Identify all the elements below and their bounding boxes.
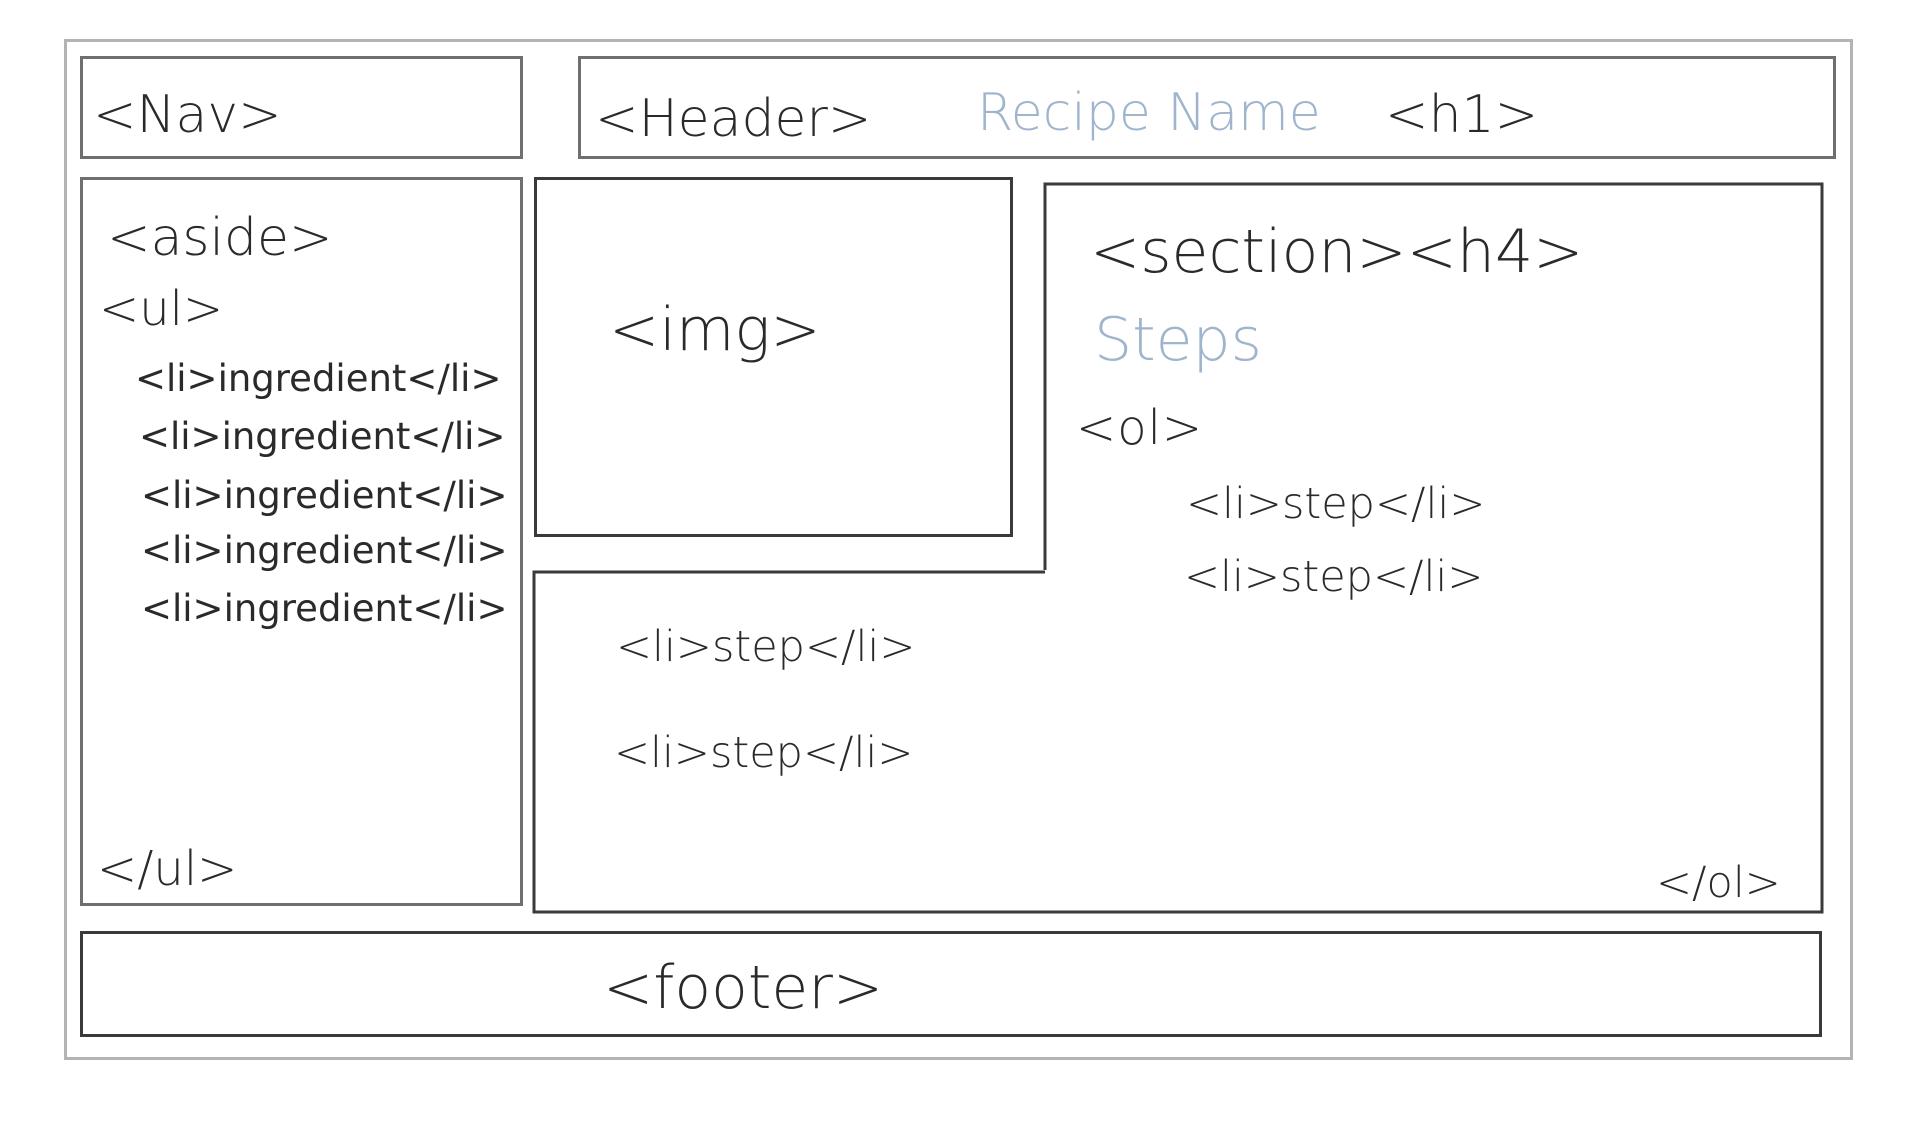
footer-box: <footer> [80,931,1822,1037]
ingredient-list-item: <li>ingredient</li> [141,587,508,630]
h1-tag-label: <h1> [1385,85,1539,145]
ul-open-label: <ul> [99,281,224,337]
header-box: <Header> Recipe Name <h1> [578,56,1836,159]
footer-label: <footer> [603,953,884,1023]
image-placeholder: <img> [534,177,1013,537]
recipe-name-title: Recipe Name [977,83,1321,143]
step-list-item: <li>step</li> [614,728,914,778]
aside-box: <aside> <ul> <li>ingredient</li> <li>ing… [80,177,523,906]
step-list-item: <li>step</li> [616,622,916,672]
header-label: <Header> [595,89,872,149]
ingredient-list-item: <li>ingredient</li> [141,474,508,517]
page-frame [64,39,1853,1060]
step-list-item: <li>step</li> [1186,479,1486,529]
nav-label: <Nav> [93,85,282,145]
ingredient-list-item: <li>ingredient</li> [139,415,506,458]
step-list-item: <li>step</li> [1184,552,1484,602]
ol-open-label: <ol> [1076,400,1204,456]
steps-heading: Steps [1094,305,1262,375]
ul-close-label: </ul> [97,841,238,897]
ingredient-list-item: <li>ingredient</li> [141,529,508,572]
ol-close-label: </ol> [1656,858,1781,908]
aside-label: <aside> [107,208,333,268]
ingredient-list-item: <li>ingredient</li> [135,357,502,400]
section-h4-label: <section><h4> [1090,217,1584,287]
nav-box: <Nav> [80,56,523,159]
img-label: <img> [609,295,821,365]
